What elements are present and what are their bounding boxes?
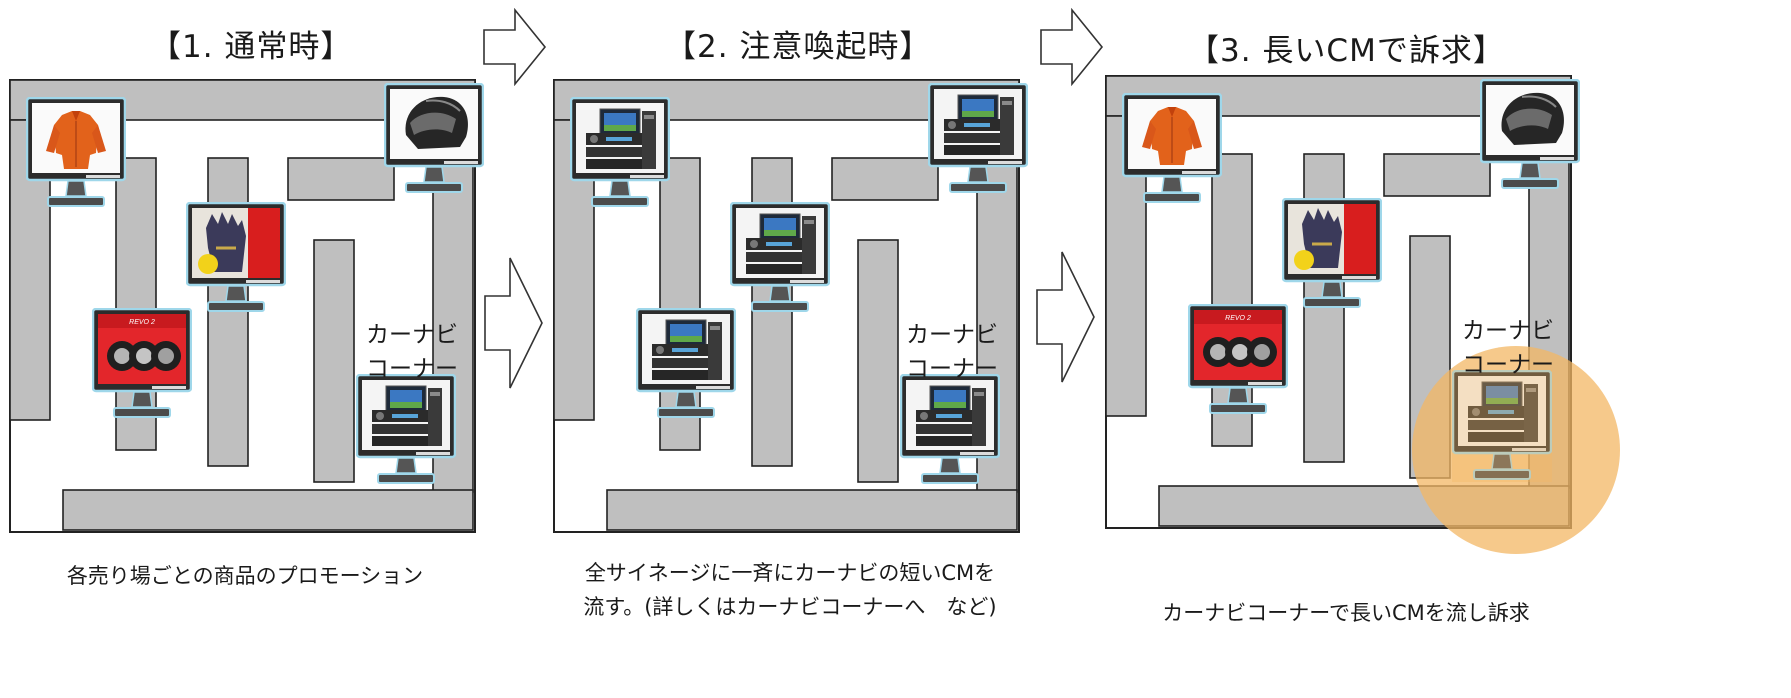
store-floorplan-panel-3 [1105, 75, 1620, 554]
navi-corner-label-3: カーナビ コーナー [1462, 318, 1554, 378]
panel-1-caption: 各売り場ごとの商品のプロモーション [66, 564, 424, 588]
navi-corner-label-2: カーナビ コーナー [906, 322, 998, 382]
store-floorplan-panel-1 [9, 79, 484, 533]
arrow-right-icon [1036, 251, 1095, 383]
arrow-right-icon [483, 9, 546, 85]
signage-monitor-navi-highlighted [1452, 370, 1552, 482]
panel-1-title: 【1. 通常時】 [150, 29, 353, 65]
panel-2-caption: 全サイネージに一斉にカーナビの短いCMを 流す。(詳しくはカーナビコーナーへ な… [583, 561, 997, 619]
shelves [553, 79, 1020, 531]
panel-3-caption: カーナビコーナーで長いCMを流し訴求 [1162, 601, 1530, 625]
panel-3-title: 【3. 長いCMで訴求】 [1188, 33, 1505, 69]
panel-2-title: 【2. 注意喚起時】 [665, 29, 932, 65]
arrow-right-icon [1040, 9, 1103, 85]
store-floorplan-panel-2 [553, 79, 1028, 533]
arrow-right-icon [484, 257, 543, 389]
navi-corner-label-1: カーナビ コーナー [366, 322, 458, 382]
